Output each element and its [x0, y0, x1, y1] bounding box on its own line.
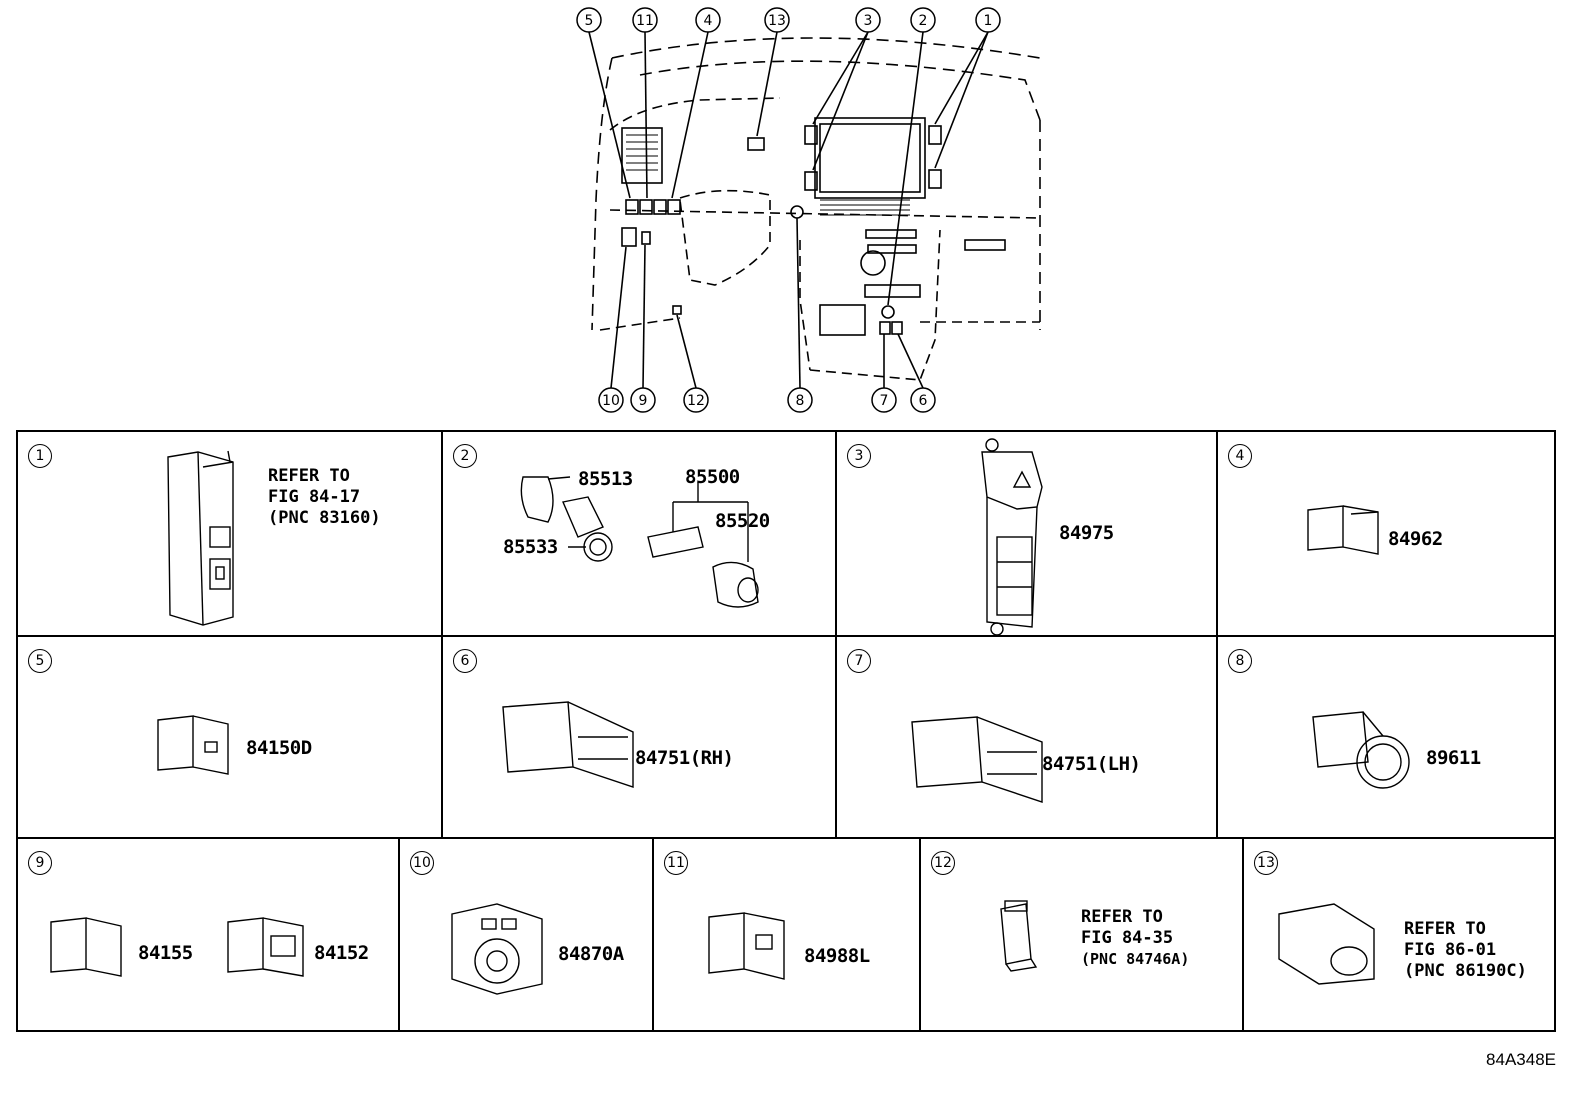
part-cell-10: 10 84870A	[400, 839, 654, 1032]
part-label: 84152	[314, 942, 369, 964]
reference-note: REFER TO FIG 84-17 (PNC 83160)	[268, 466, 381, 528]
switch-assembly-drawing	[167, 450, 234, 626]
cell-number: 8	[1228, 649, 1252, 673]
callout-13: 13	[768, 13, 786, 29]
part-label: 85513	[578, 468, 633, 490]
part-cell-5: 5 84150D	[18, 637, 443, 839]
cell-number: 12	[931, 851, 955, 875]
hazard-switch-assembly-drawing	[981, 438, 1043, 636]
switch-84150D-drawing	[157, 715, 229, 775]
reference-note: REFER TO FIG 84-35 (PNC 84746A)	[1081, 907, 1190, 968]
cigarette-lighter-drawing	[520, 476, 759, 608]
connector-drawing	[1000, 900, 1038, 972]
part-cell-4: 4 84962	[1218, 432, 1554, 637]
callout-6: 6	[919, 393, 928, 409]
cell-number: 9	[28, 851, 52, 875]
part-label: 85500	[685, 466, 740, 488]
part-label: 84751(RH)	[635, 747, 734, 769]
part-label: 84962	[1388, 528, 1443, 550]
part-label: 89611	[1426, 747, 1481, 769]
part-label: 84150D	[246, 737, 312, 759]
part-cell-3: 3 84975	[837, 432, 1218, 637]
mirror-switch-drawing	[451, 903, 543, 995]
callout-3: 3	[864, 13, 873, 29]
reference-note: REFER TO FIG 86-01 (PNC 86190C)	[1404, 919, 1527, 981]
part-label: 85533	[503, 536, 558, 558]
part-cell-13: 13 REFER TO FIG 86-01 (PNC 86190C)	[1244, 839, 1554, 1032]
switch-84152-drawing	[227, 917, 304, 977]
part-label: 84751(LH)	[1042, 753, 1141, 775]
part-label: 84975	[1059, 522, 1114, 544]
cell-number: 4	[1228, 444, 1252, 468]
switch-84988L-drawing	[708, 912, 785, 980]
switch-assembly-13-drawing	[1278, 903, 1375, 985]
cell-number: 1	[28, 444, 52, 468]
part-label: 84870A	[558, 943, 624, 965]
callout-8: 8	[796, 393, 805, 409]
cell-number: 5	[28, 649, 52, 673]
seat-heater-switch-lh-drawing	[911, 716, 1043, 803]
callout-5: 5	[585, 13, 594, 29]
part-cell-7: 7 84751(LH)	[837, 637, 1218, 839]
callout-11: 11	[636, 13, 654, 29]
cell-number: 10	[410, 851, 434, 875]
cell-number: 6	[453, 649, 477, 673]
cell-number: 13	[1254, 851, 1278, 875]
dashboard-overview-drawing: 5 11 4 13 3 2 1 10 9 12 8 7 6	[576, 7, 1041, 413]
cell-number: 2	[453, 444, 477, 468]
callout-7: 7	[880, 393, 889, 409]
callout-9: 9	[639, 393, 648, 409]
cell-number: 11	[664, 851, 688, 875]
figure-code: 84A348E	[1486, 1050, 1556, 1069]
part-cell-2: 2 85513 85500 85520 85533	[443, 432, 837, 637]
part-cell-9: 9 84155 84152	[18, 839, 400, 1032]
part-label: 84155	[138, 942, 193, 964]
switch-84962-drawing	[1307, 505, 1379, 555]
parts-grid: 1 REFER TO FIG 84-17 (PNC 83160) 2	[16, 430, 1556, 1032]
callout-10: 10	[602, 393, 620, 409]
callout-4: 4	[704, 13, 713, 29]
switch-84155-drawing	[50, 917, 122, 977]
seat-heater-switch-rh-drawing	[502, 701, 634, 788]
part-cell-12: 12 REFER TO FIG 84-35 (PNC 84746A)	[921, 839, 1244, 1032]
part-label: 85520	[715, 510, 770, 532]
push-switch-89611-drawing	[1312, 711, 1410, 789]
callout-1: 1	[984, 13, 993, 29]
part-cell-8: 8 89611	[1218, 637, 1554, 839]
callout-12: 12	[687, 393, 705, 409]
part-cell-1: 1 REFER TO FIG 84-17 (PNC 83160)	[18, 432, 443, 637]
callout-2: 2	[919, 13, 928, 29]
cell-number: 3	[847, 444, 871, 468]
part-cell-6: 6 84751(RH)	[443, 637, 837, 839]
cell-number: 7	[847, 649, 871, 673]
part-label: 84988L	[804, 945, 870, 967]
part-cell-11: 11 84988L	[654, 839, 921, 1032]
